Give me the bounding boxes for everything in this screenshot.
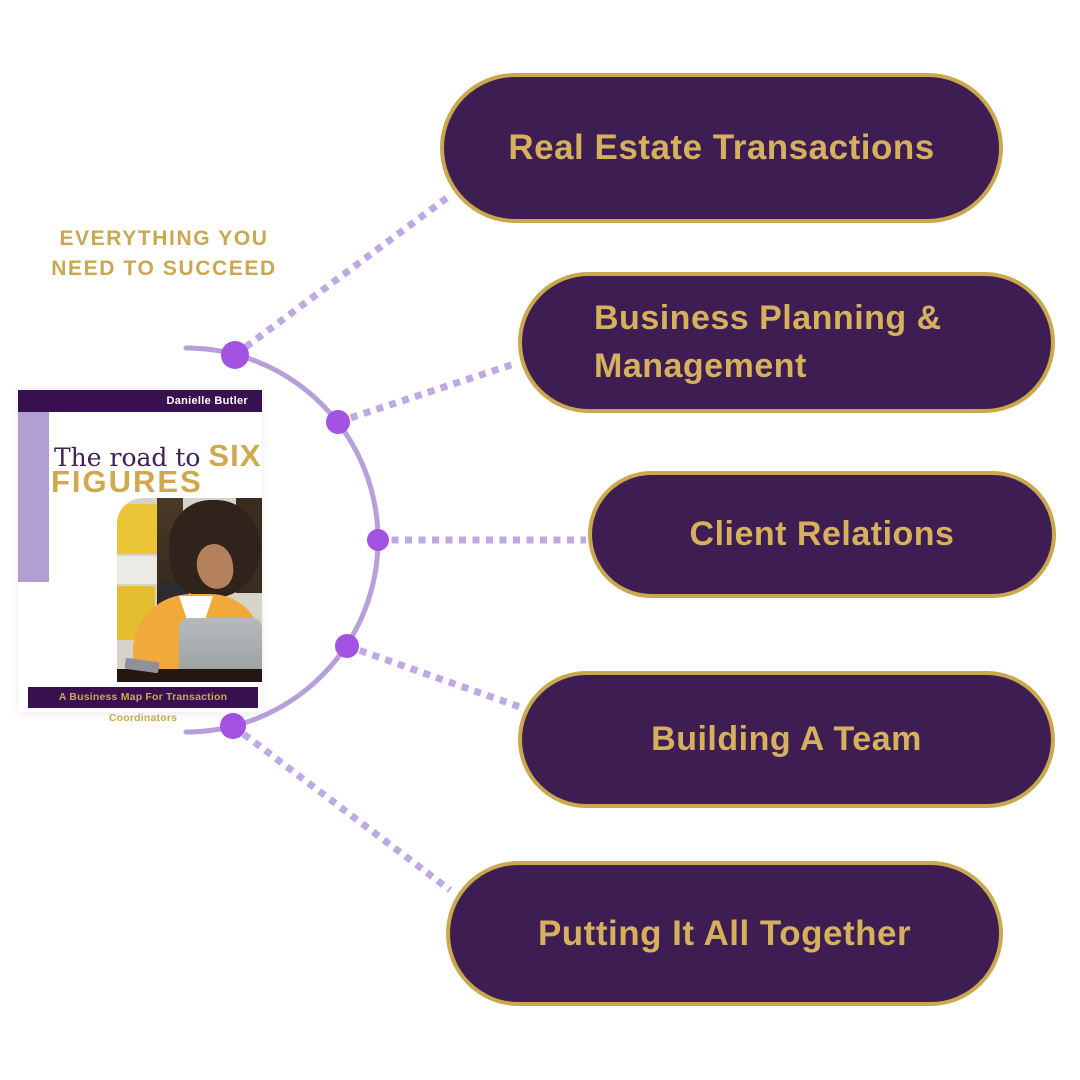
connector-line-5 [230,723,453,893]
node-pill-putting-it-all-together: Putting It All Together [446,861,1003,1006]
node-pill-client-relations: Client Relations [588,471,1056,598]
connector-line-1 [232,194,451,358]
book-tagline-bar: A Business Map For Transaction Coordinat… [28,687,258,724]
connector-line-4 [345,642,522,711]
connector-dot-4 [335,634,359,658]
book-cover-photo [117,498,262,682]
connector-dot-1 [221,341,249,369]
book-left-stripe [18,412,49,582]
node-label: Real Estate Transactions [508,128,935,167]
node-label: Business Planning & Management [594,298,942,385]
connector-dot-3 [367,529,389,551]
book-title-word-six: SIX [208,438,262,473]
papers [117,556,157,584]
tagline-line-1: EVERYTHING YOU [59,227,269,250]
node-pill-building-a-team: Building A Team [518,671,1055,808]
connector-dot-2 [326,410,350,434]
node-pill-real-estate-transactions: Real Estate Transactions [440,73,1003,223]
connector-dot-5 [220,713,246,739]
tagline-line-2: NEED TO SUCCEED [51,257,277,281]
book-title-prefix: The road to [54,443,209,472]
tagline-heading: EVERYTHING YOU NEED TO SUCCEED [14,224,314,285]
book-title-word-figures: FIGURES [51,464,203,499]
node-label: Putting It All Together [537,913,912,953]
connector-line-2 [336,360,516,426]
book-cover: Danielle Butler The road to SIX FIGURES … [18,390,262,724]
book-title-line-1: The road to SIX [54,438,261,474]
sticky-note [117,504,157,554]
laptop [179,618,262,676]
desk [117,669,262,682]
node-pill-business-planning-management: Business Planning & Management [518,272,1055,413]
book-author-bar: Danielle Butler [18,390,262,412]
node-label: Building A Team [651,720,922,758]
node-label: Client Relations [689,515,955,553]
